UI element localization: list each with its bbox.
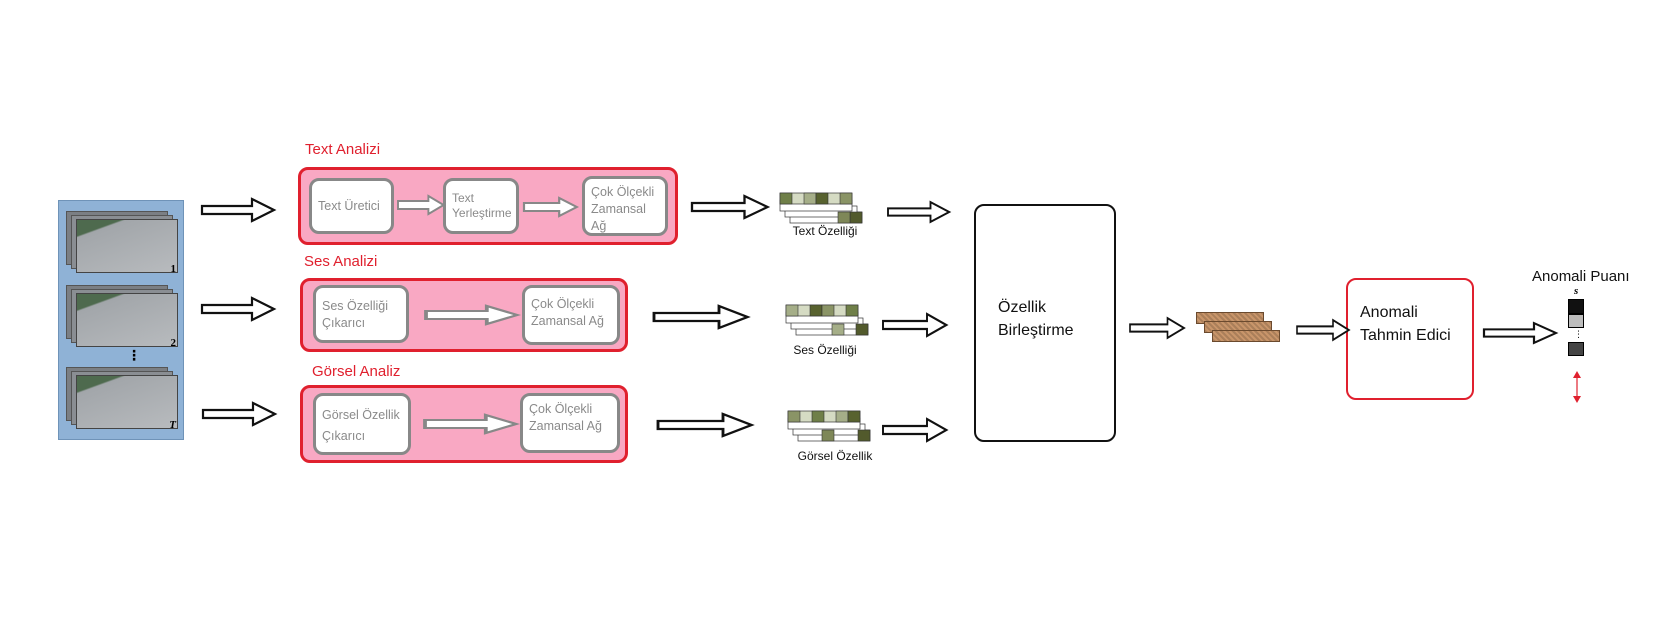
arrow-text-embed-to-net bbox=[522, 196, 578, 218]
arrow-visual-to-feature bbox=[656, 412, 754, 438]
feature-fusion-label-1: Özellik bbox=[998, 299, 1047, 316]
arrow-text-gen-to-embed bbox=[397, 195, 445, 215]
audio-temporal-net-label-1: Çok Ölçekli bbox=[531, 297, 595, 311]
arrow-audio-feature-to-fusion bbox=[881, 312, 948, 338]
audio-temporal-net-label-2: Zamansal Ağ bbox=[531, 314, 604, 328]
anomaly-score-title: Anomali Puanı bbox=[1532, 268, 1630, 285]
video-frames-panel: 1 2 ⋮ T bbox=[58, 200, 184, 440]
visual-feature-label: Görsel Özellik bbox=[797, 449, 873, 463]
arrow-frames-to-text bbox=[200, 197, 276, 223]
frame-stack-t: T bbox=[66, 367, 178, 431]
visual-temporal-net-label-2: Zamansal Ağ bbox=[529, 419, 602, 433]
text-temporal-net-box: Çok Ölçekli Zamansal Ağ bbox=[582, 176, 668, 236]
audio-feature-extractor-label-2: Çıkarıcı bbox=[322, 316, 366, 330]
text-embedding-label-2: Yerleştirme bbox=[452, 206, 512, 220]
arrow-frames-to-visual bbox=[201, 401, 277, 427]
audio-feature-label: Ses Özelliği bbox=[793, 343, 857, 357]
feature-fusion-box: Özellik Birleştirme bbox=[974, 204, 1116, 442]
text-feature-grid-graphic bbox=[779, 192, 863, 224]
feature-fusion-label-2: Birleştirme bbox=[998, 322, 1074, 339]
arrow-audio-to-feature bbox=[652, 304, 750, 330]
anomaly-predictor-label-2: Tahmin Edici bbox=[1360, 327, 1451, 344]
visual-feature-extractor-label-2: Çıkarıcı bbox=[322, 429, 366, 443]
arrow-fusion-to-fused bbox=[1129, 317, 1185, 339]
score-range-arrow bbox=[1573, 371, 1581, 403]
arrow-audio-ext-to-net bbox=[424, 304, 520, 326]
visual-feature-extractor-label-1: Görsel Özellik bbox=[322, 408, 400, 422]
arrow-predictor-to-score bbox=[1482, 322, 1558, 344]
arrow-visual-feature-to-fusion bbox=[881, 417, 948, 443]
arrow-text-feature-to-fusion bbox=[887, 201, 951, 223]
frame-label-t: T bbox=[169, 419, 176, 431]
score-symbol: s bbox=[1574, 285, 1579, 297]
frame-label-1: 1 bbox=[170, 263, 177, 275]
audio-feature-grid-graphic bbox=[785, 304, 869, 336]
anomaly-predictor-label-1: Anomali bbox=[1360, 304, 1418, 321]
arrow-text-to-feature bbox=[690, 194, 769, 220]
text-generator-label: Text Üretici bbox=[318, 199, 380, 213]
frame-stack-2: 2 bbox=[66, 285, 178, 349]
text-analysis-title: Text Analizi bbox=[305, 141, 381, 158]
text-generator-box: Text Üretici bbox=[309, 178, 394, 234]
arrow-visual-ext-to-net bbox=[423, 413, 519, 435]
visual-temporal-net-label-1: Çok Ölçekli bbox=[529, 402, 593, 416]
audio-temporal-net-box: Çok Ölçekli Zamansal Ağ bbox=[522, 285, 620, 345]
visual-analysis-title: Görsel Analiz bbox=[312, 363, 401, 380]
text-embedding-label-1: Text bbox=[452, 191, 475, 205]
arrow-fused-to-predictor bbox=[1296, 319, 1350, 341]
visual-feature-extractor-box: Görsel Özellik Çıkarıcı bbox=[313, 393, 411, 455]
audio-feature-extractor-label-1: Ses Özelliği bbox=[322, 299, 388, 313]
anomaly-predictor-box: Anomali Tahmin Edici bbox=[1346, 278, 1474, 400]
text-feature-label: Text Özelliği bbox=[792, 224, 858, 238]
text-embedding-box: Text Yerleştirme bbox=[443, 178, 519, 234]
fused-feature-stack bbox=[1196, 312, 1282, 348]
frames-ellipsis: ⋮ bbox=[127, 347, 141, 363]
arrow-frames-to-audio bbox=[200, 296, 276, 322]
score-bar-stack: ⋮ bbox=[1568, 299, 1584, 359]
visual-temporal-net-box: Çok Ölçekli Zamansal Ağ bbox=[520, 393, 620, 453]
frame-label-2: 2 bbox=[170, 337, 177, 349]
audio-analysis-title: Ses Analizi bbox=[304, 253, 378, 270]
text-temporal-net-label-2: Zamansal Ağ bbox=[591, 202, 646, 233]
frame-stack-1: 1 bbox=[66, 211, 178, 275]
visual-feature-grid-graphic bbox=[787, 410, 871, 442]
text-temporal-net-label-1: Çok Ölçekli bbox=[591, 185, 655, 199]
audio-feature-extractor-box: Ses Özelliği Çıkarıcı bbox=[313, 285, 409, 343]
